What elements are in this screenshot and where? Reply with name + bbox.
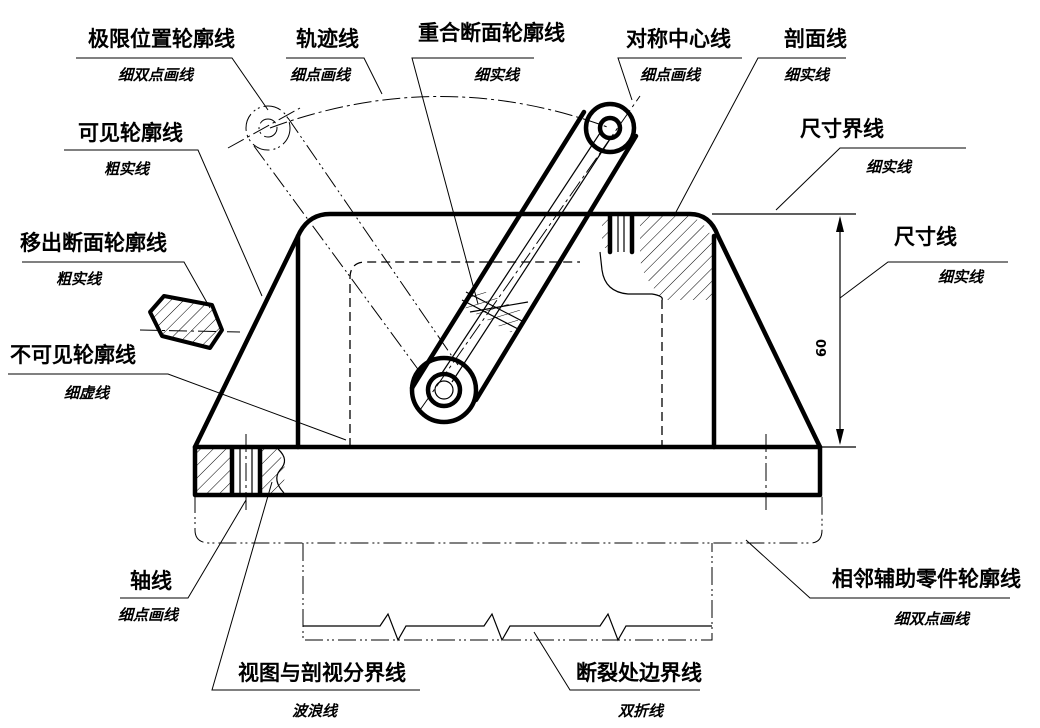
label-hidden-outline: 不可见轮廓线 — [10, 343, 136, 367]
arm-edge-2 — [473, 133, 639, 403]
removed-section — [148, 294, 224, 350]
label-removed-section: 移出断面轮廓线 — [20, 231, 167, 255]
sublabel-section-line: 细实线 — [784, 66, 831, 84]
arm-edge-1 — [409, 109, 587, 391]
extreme-position-circle-outer — [245, 105, 291, 151]
removed-section-axis — [139, 329, 241, 333]
view-section-wave — [276, 448, 286, 494]
break-boundary-line — [303, 612, 712, 642]
label-extreme-position: 极限位置轮廓线 — [88, 27, 235, 51]
label-view-boundary: 视图与剖视分界线 — [238, 661, 406, 685]
leader-trajectory — [286, 57, 383, 95]
label-symmetry-center: 对称中心线 — [626, 27, 731, 51]
label-axis: 轴线 — [130, 569, 172, 593]
leader-adjacent-part — [745, 539, 1010, 599]
dimension-arrow-top — [836, 216, 844, 232]
part-geometry: 60 — [139, 95, 856, 642]
sublabel-view-boundary: 波浪线 — [292, 702, 339, 720]
adjacent-part-outline — [194, 495, 823, 544]
section-hatch-top — [640, 216, 712, 300]
extreme-position-arm-1 — [253, 145, 421, 373]
hidden-outline — [349, 261, 580, 447]
sublabel-extreme-position: 细双点画线 — [118, 66, 195, 84]
extreme-position-arm-2 — [287, 117, 459, 366]
symmetry-center-line — [419, 95, 641, 411]
trajectory-arc — [269, 96, 611, 129]
overlapped-section-hatch — [465, 287, 523, 333]
leader-section-line — [675, 57, 846, 213]
sublabel-axis: 细点画线 — [118, 606, 180, 624]
leader-dimension-line — [839, 261, 1008, 299]
sublabel-removed-section: 粗实线 — [56, 270, 103, 288]
label-dimension-line: 尺寸线 — [894, 225, 957, 249]
leader-axis — [120, 499, 247, 599]
leader-break-boundary — [533, 631, 700, 691]
dimension-arrow-bottom — [836, 429, 844, 445]
leader-overlapped-section — [411, 57, 534, 305]
arm-inner-2 — [451, 135, 613, 383]
leader-lines — [8, 57, 1010, 691]
leader-hidden-outline — [8, 373, 347, 441]
leader-visible-outline — [64, 149, 263, 297]
label-trajectory: 轨迹线 — [296, 27, 359, 51]
sublabel-symmetry-center: 细点画线 — [640, 66, 702, 84]
section-hatch-base-2 — [262, 449, 286, 493]
sublabel-trajectory: 细点画线 — [290, 66, 352, 84]
sublabel-dimension-line: 细实线 — [938, 268, 985, 286]
adjacent-part-lower — [302, 543, 713, 641]
leader-extreme-position — [76, 57, 269, 111]
sublabel-hidden-outline: 细虚线 — [64, 384, 111, 402]
label-extension-line: 尺寸界线 — [800, 117, 884, 141]
sublabel-adjacent-part: 细双点画线 — [894, 610, 971, 628]
label-adjacent-part: 相邻辅助零件轮廓线 — [832, 567, 1021, 591]
top-pocket-contour — [599, 251, 663, 301]
leader-removed-section — [22, 261, 211, 309]
extreme-position-centerline — [227, 107, 301, 149]
sublabel-overlapped-section: 细实线 — [474, 66, 521, 84]
arm-inner-1 — [439, 129, 603, 377]
arm-bottom-hole — [425, 371, 463, 409]
sublabel-break-boundary: 双折线 — [617, 702, 665, 720]
label-section-line: 剖面线 — [784, 27, 847, 51]
label-overlapped-section: 重合断面轮廓线 — [418, 21, 565, 45]
labels: 极限位置轮廓线 细双点画线 轨迹线 细点画线 重合断面轮廓线 细实线 对称中心线… — [10, 21, 1021, 720]
sublabel-visible-outline: 粗实线 — [104, 160, 151, 178]
arm-top-boss — [583, 101, 637, 155]
section-hatch-top-2 — [602, 216, 608, 248]
sublabel-extension-line: 细实线 — [866, 158, 913, 176]
section-hatch-base — [197, 449, 230, 493]
leader-extension-line — [775, 147, 966, 211]
leader-view-boundary — [211, 481, 420, 691]
extreme-position-circle-inner — [258, 118, 278, 138]
label-break-boundary: 断裂处边界线 — [576, 661, 702, 685]
dimension-value: 60 — [815, 339, 830, 357]
body-outline — [192, 211, 823, 450]
leader-symmetry-center — [617, 57, 742, 101]
arm-bottom-boss — [409, 355, 479, 425]
base-plate — [192, 444, 823, 498]
label-visible-outline: 可见轮廓线 — [78, 121, 183, 145]
arm-bottom-hole-inner — [434, 380, 454, 400]
